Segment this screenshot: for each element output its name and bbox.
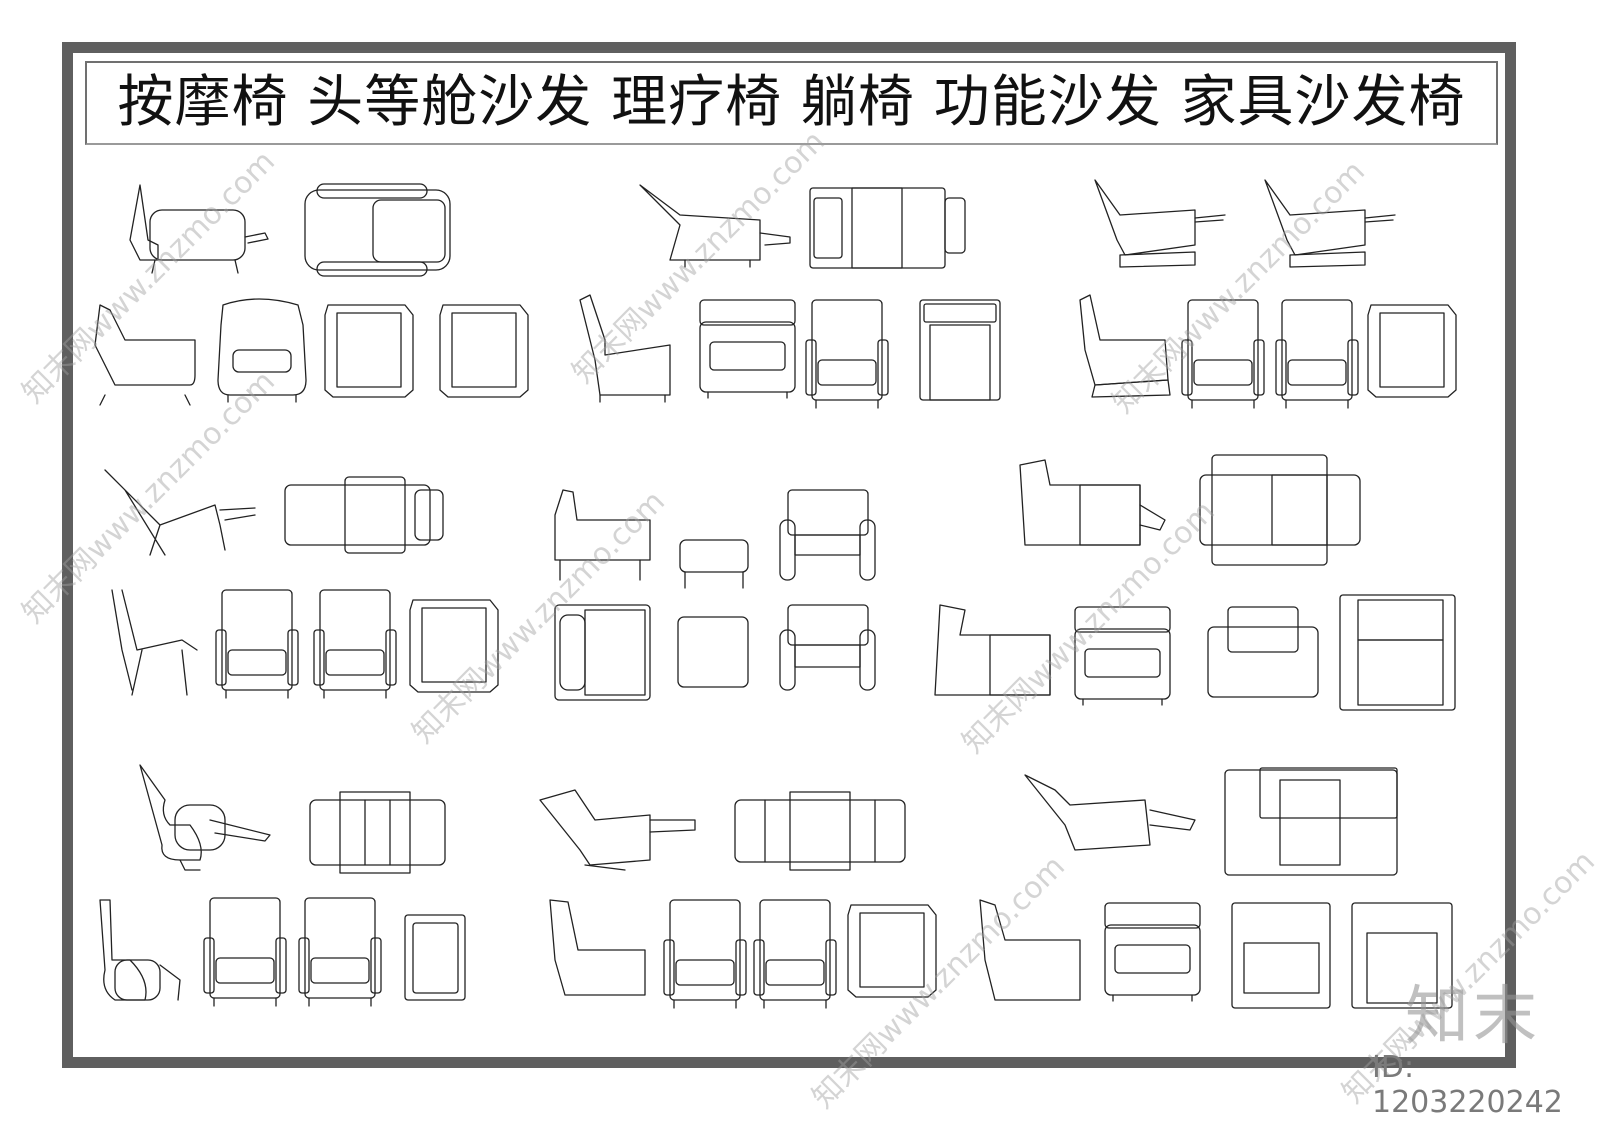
drawing-frame: 按摩椅 头等舱沙发 理疗椅 躺椅 功能沙发 家具沙发椅 <box>62 42 1516 1068</box>
recliner-group-a <box>95 183 529 405</box>
recliner-group-c <box>1080 180 1457 409</box>
image-id-label: ID: 1203220242 <box>1372 1050 1563 1120</box>
sofa-group <box>935 455 1455 710</box>
title-box: 按摩椅 头等舱沙发 理疗椅 躺椅 功能沙发 家具沙发椅 <box>85 61 1498 145</box>
brand-logo: 知末 <box>1405 980 1541 1054</box>
page-title: 按摩椅 头等舱沙发 理疗椅 躺椅 功能沙发 家具沙发椅 <box>117 70 1466 135</box>
armchair-group <box>555 490 875 700</box>
lounger-group-a <box>105 470 499 699</box>
massage-chair-group-c <box>980 768 1452 1008</box>
massage-chair-group-b <box>540 790 937 1009</box>
recliner-group-b <box>580 185 1000 409</box>
massage-chair-group-a <box>100 765 465 1007</box>
